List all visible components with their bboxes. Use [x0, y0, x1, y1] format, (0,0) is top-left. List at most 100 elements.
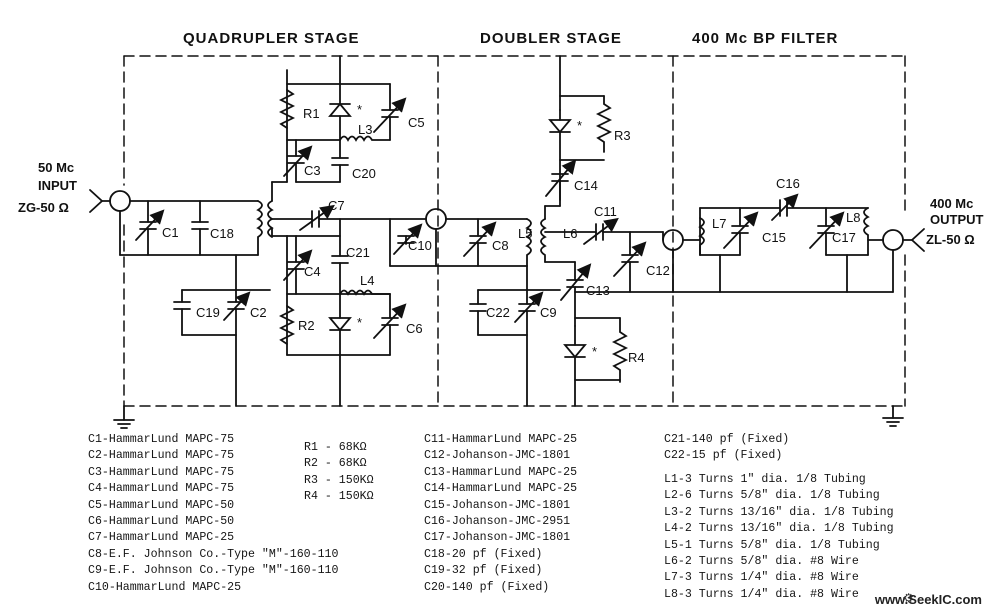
- capacitor-c18: [191, 200, 209, 256]
- l7-label: L7: [712, 216, 726, 231]
- legend-line: C21-140 pf (Fixed): [664, 433, 790, 446]
- legend-line: C18-20 pf (Fixed): [424, 547, 543, 561]
- resistor-r4: [611, 317, 629, 383]
- legend-capacitors-c21-c22: C21-140 pf (Fixed) C22-15 pf (Fixed): [664, 432, 789, 465]
- inductor-l1: [256, 200, 263, 256]
- resistor-r1: [278, 89, 296, 129]
- legend-line: C19-32 pf (Fixed): [424, 564, 543, 578]
- r1-label: R1: [303, 106, 320, 121]
- output-connector-arrow: [910, 228, 925, 252]
- inductor-l4: [339, 289, 391, 296]
- l3-label: L3: [358, 122, 372, 137]
- capacitor-c3: [283, 139, 313, 183]
- c8-label: C8: [492, 238, 509, 253]
- inductor-l6: [540, 218, 547, 256]
- c6-label: C6: [406, 321, 423, 336]
- c10-label: C10: [408, 238, 432, 253]
- capacitor-c20: [331, 139, 349, 183]
- quadrupler-stage-title: QUADRUPLER STAGE: [183, 30, 360, 47]
- inductor-l8: [863, 207, 870, 256]
- legend-line: L2-6 Turns 5/8" dia. 1/8 Tubing: [664, 489, 880, 503]
- diode-mark-4: *: [592, 344, 597, 359]
- input-connector-arrow: [89, 189, 104, 213]
- legend-line: C4-HammarLund MAPC-75: [88, 482, 235, 496]
- diode-mark-3: *: [577, 118, 582, 133]
- legend-line: C22-15 pf (Fixed): [664, 449, 783, 463]
- stage-enclosure: [123, 55, 906, 407]
- legend-line: C14-HammarLund MAPC-25: [424, 482, 578, 496]
- legend-line: C10-HammarLund MAPC-25: [88, 580, 242, 594]
- input-impedance-label: ZG-50 Ω: [18, 200, 69, 215]
- capacitor-c21: [331, 255, 349, 295]
- watermark: www.SeekIC.com: [874, 592, 982, 607]
- legend-line: R1 - 68KΩ: [304, 441, 367, 454]
- doubler-stage-title: DOUBLER STAGE: [480, 30, 622, 47]
- ground-symbol: [113, 405, 135, 429]
- legend-line: C1-HammarLund MAPC-75: [88, 433, 235, 446]
- legend-line: R4 - 150KΩ: [304, 490, 374, 504]
- inductor-l5: [525, 218, 532, 267]
- legend-line: C16-Johanson-JMC-2951: [424, 514, 571, 528]
- c2-label: C2: [250, 305, 267, 320]
- c3-label: C3: [304, 163, 321, 178]
- l5-label: L5: [518, 226, 532, 241]
- c1-label: C1: [162, 225, 179, 240]
- r4-label: R4: [628, 350, 645, 365]
- capacitor-c8: [463, 218, 497, 267]
- c16-label: C16: [776, 176, 800, 191]
- legend-line: C2-HammarLund MAPC-75: [88, 449, 235, 463]
- diode-d1: [328, 83, 352, 141]
- legend-capacitors-c1-c10: C1-HammarLund MAPC-75 C2-HammarLund MAPC…: [88, 432, 338, 596]
- legend-resistors: R1 - 68KΩ R2 - 68KΩ R3 - 150KΩ R4 - 150K…: [304, 440, 374, 506]
- legend-line: C20-140 pf (Fixed): [424, 580, 550, 594]
- c5-label: C5: [408, 115, 425, 130]
- capacitor-c4: [283, 235, 313, 295]
- legend-inductors: L1-3 Turns 1" dia. 1/8 Tubing L2-6 Turns…: [664, 472, 894, 603]
- legend-line: L5-1 Turns 5/8" dia. 1/8 Tubing: [664, 538, 880, 552]
- c17-label: C17: [832, 230, 856, 245]
- c14-label: C14: [574, 178, 598, 193]
- legend-line: L7-3 Turns 1/4" dia. #8 Wire: [664, 571, 859, 585]
- capacitor-c15: [723, 207, 759, 256]
- capacitor-c6: [373, 293, 407, 356]
- c11-label: C11: [594, 204, 617, 219]
- legend-line: C12-Johanson-JMC-1801: [424, 449, 571, 463]
- capacitor-c2: [223, 289, 251, 407]
- ground-symbol: [882, 405, 904, 427]
- diode-mark-1: *: [357, 102, 362, 117]
- output-label: OUTPUT: [930, 212, 984, 227]
- watermark-icon: ⚙: [903, 591, 914, 605]
- legend-line: C9-E.F. Johnson Co.-Type "M"-160-110: [88, 564, 339, 578]
- legend-line: C15-Johanson-JMC-1801: [424, 498, 571, 512]
- inductor-l3: [339, 135, 391, 142]
- capacitor-c10: [393, 223, 423, 255]
- legend-line: R3 - 150KΩ: [304, 473, 374, 487]
- c7-label: C7: [328, 198, 345, 213]
- input-coax-connector: [109, 190, 131, 212]
- c9-label: C9: [540, 305, 557, 320]
- legend-line: C8-E.F. Johnson Co.-Type "M"-160-110: [88, 547, 339, 561]
- c12-label: C12: [646, 263, 670, 278]
- capacitor-c1: [135, 200, 165, 256]
- legend-line: L6-2 Turns 5/8" dia. #8 Wire: [664, 554, 859, 568]
- legend-line: C11-HammarLund MAPC-25: [424, 433, 578, 446]
- c22-label: C22: [486, 305, 510, 320]
- capacitor-c17: [809, 207, 845, 256]
- legend-line: C6-HammarLund MAPC-50: [88, 514, 235, 528]
- r3-label: R3: [614, 128, 631, 143]
- diode-mark-2: *: [357, 315, 362, 330]
- capacitor-c5: [373, 83, 407, 141]
- legend-line: C13-HammarLund MAPC-25: [424, 465, 578, 479]
- output-freq-label: 400 Mc: [930, 196, 973, 211]
- c20-label: C20: [352, 166, 376, 181]
- legend-line: C5-HammarLund MAPC-50: [88, 498, 235, 512]
- c18-label: C18: [210, 226, 234, 241]
- legend-line: R2 - 68KΩ: [304, 457, 367, 471]
- legend-line: L4-2 Turns 13/16" dia. 1/8 Tubing: [664, 522, 894, 536]
- legend-line: C17-Johanson-JMC-1801: [424, 531, 571, 545]
- bp-filter-title: 400 Mc BP FILTER: [692, 30, 838, 47]
- legend-line: C7-HammarLund MAPC-25: [88, 531, 235, 545]
- capacitor-c12: [613, 231, 647, 293]
